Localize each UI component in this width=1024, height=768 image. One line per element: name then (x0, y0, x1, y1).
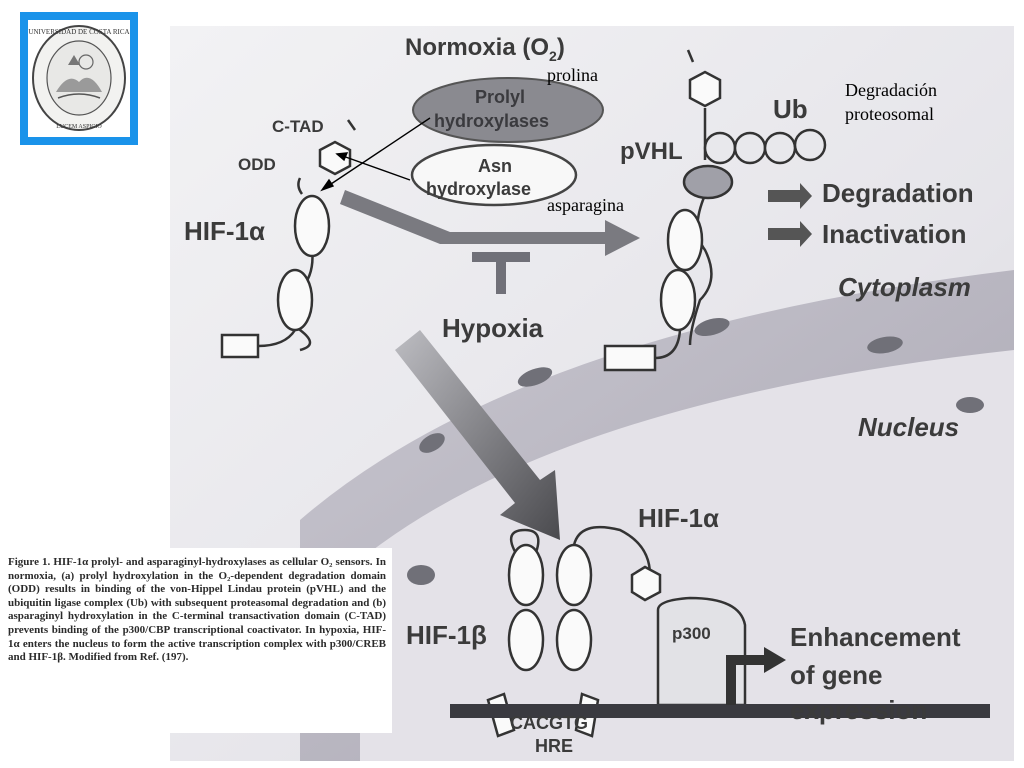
odd-label: ODD (238, 155, 276, 174)
asparagina-annotation: asparagina (547, 195, 624, 215)
dna-strand (450, 704, 990, 718)
prolyl-label-line1: Prolyl (475, 87, 526, 107)
university-seal-frame: UNIVERSIDAD DE COSTA RICA LUCEM ASPICIO (28, 20, 130, 137)
university-seal-icon: UNIVERSIDAD DE COSTA RICA LUCEM ASPICIO (28, 25, 130, 131)
hre-label: HRE (535, 736, 574, 756)
degradation-label: Degradation (822, 178, 974, 208)
nuclear-pores (407, 317, 984, 585)
hif1b-label: HIF-1β (406, 620, 487, 650)
pvhl-label: pVHL (620, 138, 683, 165)
enhancement-line3: expression (790, 695, 928, 725)
inhibition-symbol (472, 252, 530, 294)
prolina-annotation: prolina (547, 65, 598, 85)
nucleus-label: Nucleus (858, 412, 960, 442)
inactivation-label: Inactivation (822, 219, 967, 249)
hif1a-left-protein (220, 119, 357, 359)
prolyl-hydroxylases-enzyme (412, 77, 604, 143)
svg-text:UNIVERSIDAD DE COSTA RICA: UNIVERSIDAD DE COSTA RICA (28, 28, 129, 36)
degradacion-annotation-line1: Degradación (845, 80, 937, 100)
asn-hydroxylase-enzyme (410, 143, 578, 207)
normoxia-text: Normoxia (O (405, 34, 550, 61)
enhancement-line1: Enhancement (790, 622, 961, 652)
enhancement-line2: of gene (790, 660, 883, 690)
prolyl-label-line2: hydroxylases (434, 111, 550, 131)
asn-label-line2: hydroxylase (426, 179, 532, 199)
cacgtg-label: CACGTG (510, 713, 588, 733)
normoxia-label: Normoxia (O2) (405, 36, 565, 63)
degradacion-annotation-line2: proteosomal (845, 104, 934, 124)
figure-caption-box: Figure 1. HIF-1α prolyl- and asparaginyl… (0, 548, 392, 733)
ctad-label: C-TAD (272, 117, 324, 136)
university-logo: UNIVERSIDAD DE COSTA RICA LUCEM ASPICIO (20, 12, 138, 145)
p300-label: p300 (672, 624, 711, 643)
hypoxia-arrow (395, 330, 560, 540)
svg-text:LUCEM ASPICIO: LUCEM ASPICIO (56, 124, 102, 130)
transcription-start-arrow (726, 647, 786, 705)
hif1a-left-label: HIF-1α (184, 216, 265, 246)
hypoxia-label: Hypoxia (442, 313, 544, 343)
ub-label: Ub (773, 94, 808, 124)
figure-caption-text: Figure 1. HIF-1α prolyl- and asparaginyl… (8, 556, 386, 664)
cytoplasm-label: Cytoplasm (838, 272, 971, 302)
hif1a-right-label: HIF-1α (638, 503, 719, 533)
asn-label-line1: Asn (478, 156, 513, 176)
normoxia-close: ) (556, 34, 565, 61)
normoxia-subscript: 2 (549, 47, 557, 64)
transcription-complex (486, 525, 747, 738)
pvhl-complex (603, 49, 827, 372)
annotation-arrows (320, 117, 431, 192)
normoxia-arrow (340, 190, 640, 256)
outcome-arrows (768, 183, 812, 247)
